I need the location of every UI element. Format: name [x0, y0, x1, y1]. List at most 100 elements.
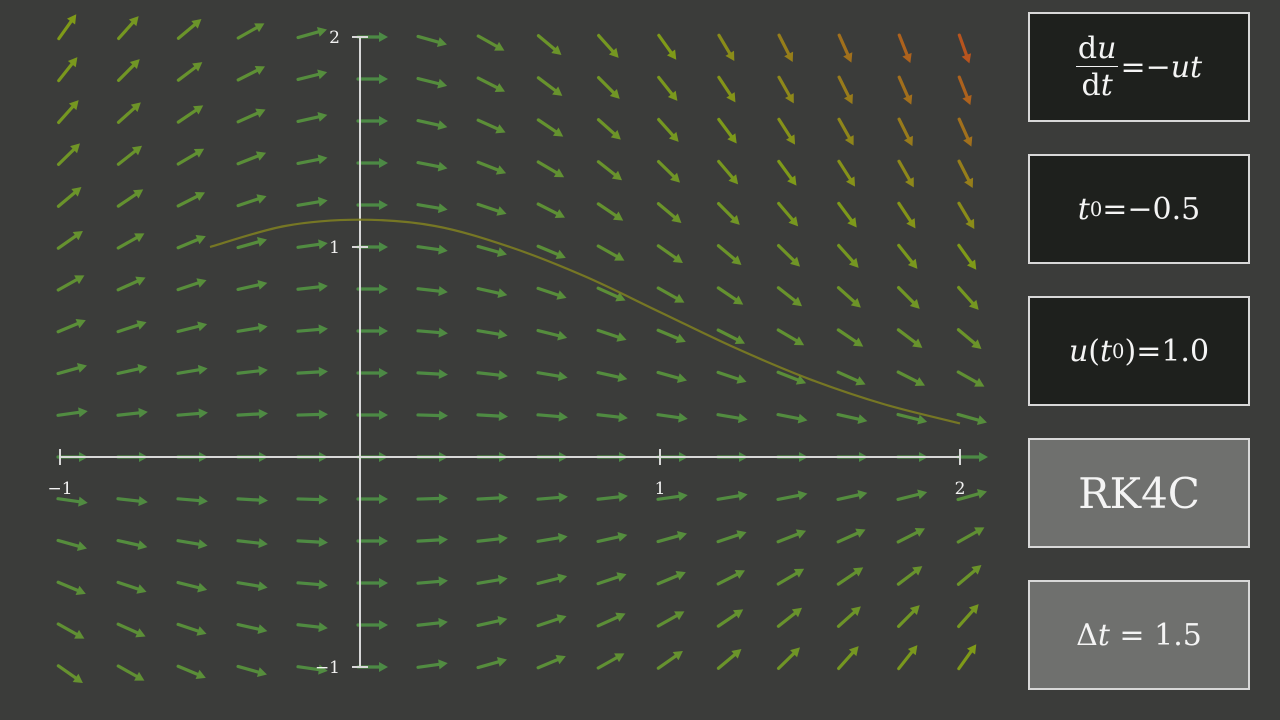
field-arrow: [656, 286, 685, 303]
field-arrow: [176, 622, 207, 636]
field-arrow: [717, 117, 737, 144]
field-arrow: [716, 490, 748, 501]
field-arrow: [416, 203, 448, 214]
field-arrow: [837, 646, 859, 671]
field-arrow: [536, 492, 568, 503]
field-arrow: [176, 191, 206, 208]
field-arrow: [716, 244, 742, 266]
field-arrow: [416, 410, 448, 421]
field-arrow: [657, 33, 677, 60]
field-arrow: [956, 328, 982, 350]
field-arrow: [897, 117, 913, 147]
field-arrow: [116, 189, 144, 208]
field-arrow: [296, 537, 328, 548]
field-arrow: [116, 320, 147, 334]
field-arrow: [897, 159, 914, 188]
field-arrow: [777, 159, 797, 186]
equation-panel: du dt = −ut: [1028, 12, 1250, 122]
field-arrow: [596, 653, 625, 670]
field-arrow: [356, 116, 388, 126]
field-arrow: [536, 286, 567, 300]
field-arrow: [57, 57, 78, 83]
field-arrow: [837, 159, 856, 187]
field-arrow: [596, 572, 627, 586]
field-arrow: [296, 111, 328, 124]
field-arrow: [56, 580, 86, 595]
field-arrow: [476, 34, 505, 51]
field-arrow: [476, 533, 508, 544]
field-arrow: [176, 539, 208, 550]
numerator-var: u: [1097, 30, 1117, 66]
field-arrow: [356, 410, 388, 420]
field-arrow: [416, 286, 448, 297]
solution-curve: [209, 218, 961, 425]
field-arrow: [416, 534, 448, 545]
field-arrow: [596, 160, 623, 181]
field-arrow: [356, 494, 388, 504]
field-arrow: [536, 328, 568, 341]
field-arrow: [596, 491, 628, 502]
method-button[interactable]: RK4C: [1028, 438, 1250, 548]
field-arrow: [897, 201, 916, 229]
field-arrow: [476, 574, 508, 585]
x-tick-label: 1: [655, 479, 666, 499]
dt-delta: Δ: [1076, 617, 1098, 653]
field-arrow: [596, 286, 626, 302]
field-arrow: [776, 568, 805, 586]
field-arrow: [896, 328, 923, 348]
field-arrow: [416, 576, 448, 587]
field-arrow: [117, 16, 139, 41]
field-arrow: [957, 285, 979, 310]
field-arrow: [416, 659, 448, 670]
field-arrow: [176, 62, 203, 82]
field-arrow: [56, 143, 80, 166]
field-arrow: [416, 118, 448, 131]
field-arrow: [356, 578, 388, 588]
field-arrow: [656, 650, 683, 670]
field-arrow: [896, 489, 928, 502]
field-arrow: [356, 158, 388, 168]
equation-formula: du dt = −ut: [1075, 30, 1202, 102]
field-arrow: [116, 363, 148, 376]
field-arrow: [116, 59, 140, 83]
field-arrow: [716, 530, 747, 544]
field-arrow: [536, 34, 562, 56]
field-arrow: [596, 328, 627, 342]
field-arrow: [176, 105, 204, 124]
field-arrow: [717, 33, 735, 62]
field-arrow: [296, 324, 328, 335]
field-arrow: [836, 567, 864, 586]
equation-equals: =: [1120, 49, 1146, 85]
field-arrow: [116, 276, 146, 292]
field-arrow: [776, 370, 807, 385]
field-arrow: [837, 117, 854, 146]
field-arrow: [236, 622, 268, 635]
field-arrow: [956, 489, 987, 502]
field-arrow: [656, 244, 683, 264]
field-arrow: [656, 531, 687, 544]
field-arrow: [296, 154, 328, 165]
field-arrow: [356, 326, 388, 336]
field-arrow: [956, 412, 987, 425]
field-arrow: [776, 607, 803, 628]
u-sub: 0: [1112, 339, 1125, 363]
field-arrow: [296, 494, 328, 505]
field-arrow: [236, 151, 267, 166]
field-arrow: [776, 413, 808, 424]
field-arrow: [356, 368, 388, 378]
field-arrow: [536, 118, 564, 137]
axes: [59, 36, 961, 668]
field-arrow: [296, 69, 328, 82]
field-arrow: [536, 160, 565, 178]
dt-value: 1.5: [1154, 617, 1202, 653]
t0-var: t: [1077, 191, 1090, 227]
field-arrow: [776, 529, 807, 544]
field-arrow: [956, 564, 982, 586]
field-arrow: [236, 194, 267, 208]
field-arrow: [837, 75, 853, 105]
field-arrow: [296, 281, 328, 292]
field-arrow: [596, 612, 626, 628]
